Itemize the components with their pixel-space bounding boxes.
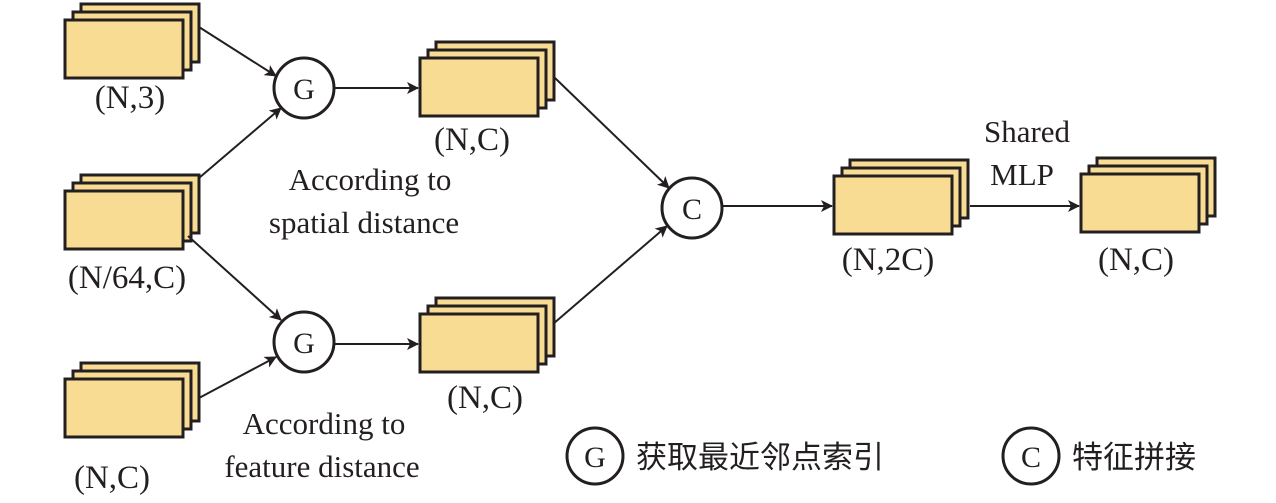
- feature-group-node: G: [272, 310, 336, 374]
- points-shape-label: (N,3): [95, 80, 166, 116]
- spatial-group-label-line1: According to: [289, 162, 452, 197]
- shared-mlp-label-line2: MLP: [990, 157, 1054, 192]
- legend-concat-text: 特征拼接: [1072, 440, 1196, 476]
- features-shape-label: (N,C): [74, 460, 150, 496]
- legend-group-text: 获取最近邻点索引: [636, 440, 884, 476]
- legend-concat-symbol-circle: [1001, 426, 1061, 486]
- arrow-features-to-feature-group: [198, 356, 277, 399]
- concat-symbol: C: [682, 193, 702, 226]
- arrow-spatial-stack-to-concat: [554, 77, 670, 189]
- spatial-output-label: (N,C): [434, 122, 510, 158]
- arrow-centers-to-feature-group: [187, 235, 282, 321]
- feature-group-label-line1: According to: [243, 406, 406, 441]
- arrow-feature-stack-to-concat: [552, 225, 668, 325]
- feature-grouped-stack: [418, 296, 556, 374]
- arrow-centers-to-spatial-group: [198, 107, 282, 179]
- spatial-group-label-line2: spatial distance: [269, 205, 459, 240]
- spatial-grouped-stack: [418, 40, 556, 118]
- legend-concat-symbol: C: [1021, 441, 1041, 474]
- legend-group-symbol: G: [584, 441, 606, 474]
- arrow-points-to-spatial-group: [198, 26, 277, 77]
- shared-mlp-label-line1: Shared: [984, 114, 1071, 149]
- group-symbol: G: [293, 73, 315, 106]
- points-feature-stack: [63, 2, 201, 80]
- centers-feature-stack: [63, 173, 201, 251]
- final-output-label: (N,C): [1098, 242, 1174, 278]
- spatial-group-node: G: [272, 56, 336, 120]
- legend-group-symbol-circle: [565, 426, 625, 486]
- centers-shape-label: (N/64,C): [68, 260, 186, 296]
- concat-node: C: [660, 176, 724, 240]
- legend-group-item: G 获取最近邻点索引: [565, 426, 884, 486]
- concat-output-stack: [832, 158, 970, 236]
- feature-output-label: (N,C): [447, 380, 523, 416]
- concat-output-label: (N,2C): [842, 242, 935, 278]
- group-symbol: G: [293, 327, 315, 360]
- feature-group-label-line2: feature distance: [224, 449, 419, 484]
- final-output-stack: [1079, 156, 1217, 234]
- features-feature-stack: [63, 361, 201, 439]
- legend-concat-item: C 特征拼接: [1001, 426, 1196, 486]
